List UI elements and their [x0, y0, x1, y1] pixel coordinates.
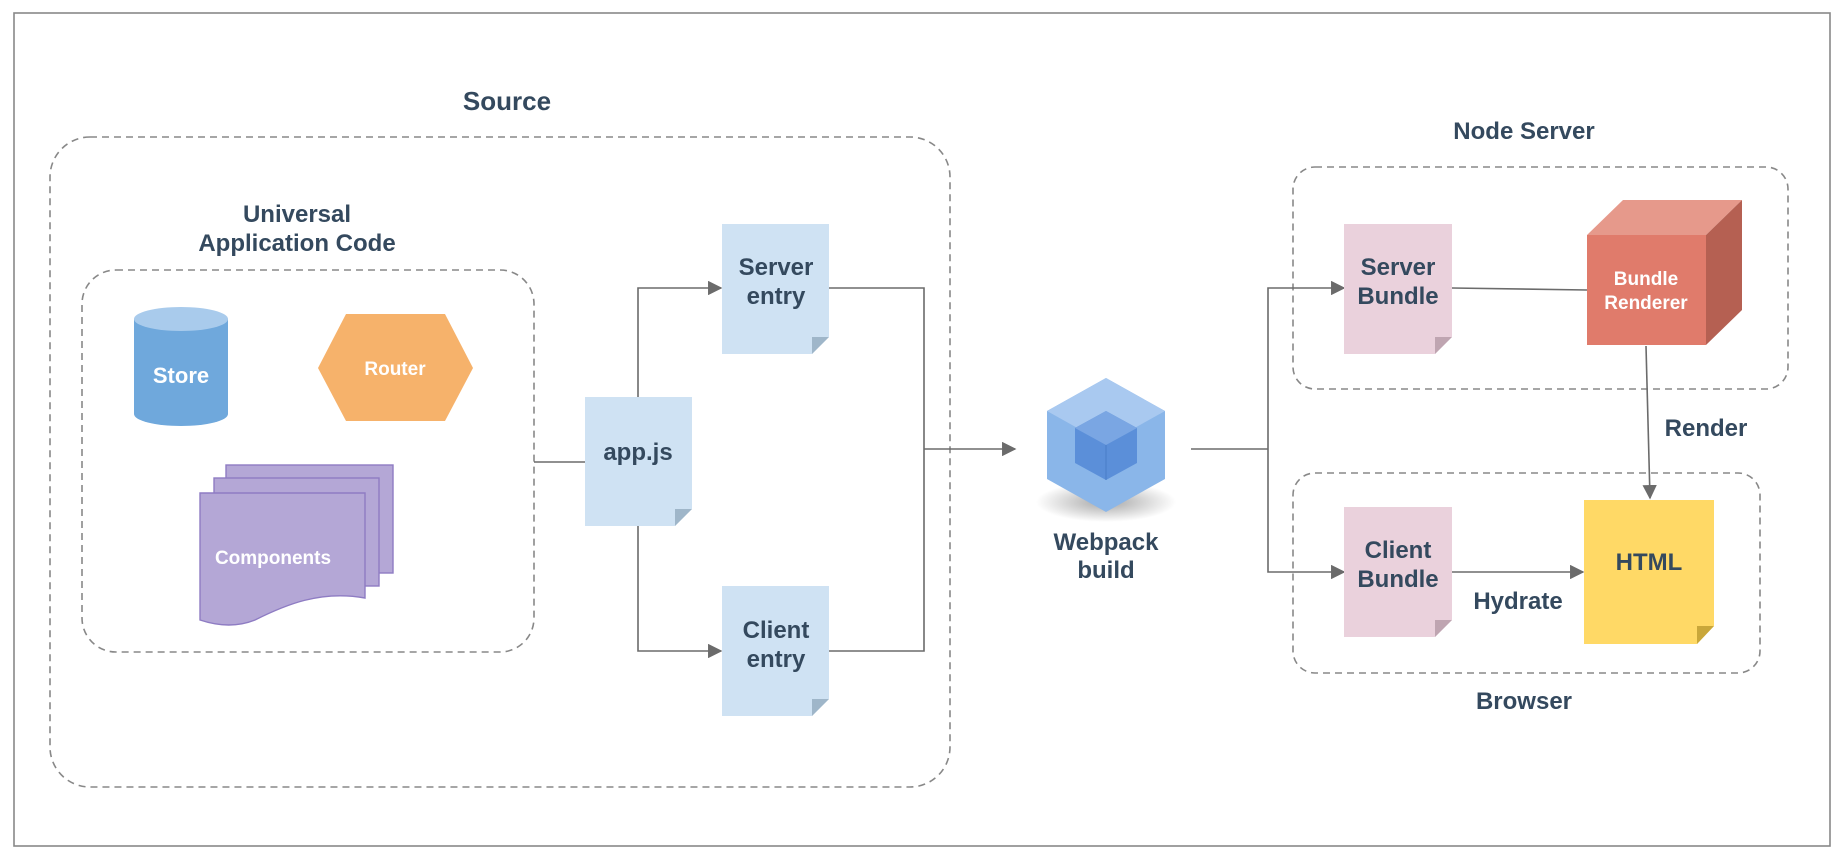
server-bundle-to-renderer-line — [1451, 287, 1588, 291]
store-label: Store — [153, 363, 209, 388]
bundle-renderer-label-line2: Renderer — [1604, 293, 1688, 314]
webpack-to-server-bundle-arrow — [1267, 280, 1346, 449]
client-bundle-node: Client Bundle — [1344, 507, 1452, 637]
app-js-node: app.js — [585, 397, 692, 526]
server-bundle-label-line1: Server — [1361, 254, 1436, 281]
webpack-to-client-bundle-arrow — [1267, 449, 1346, 580]
components-label: Components — [215, 548, 331, 569]
webpack-label-line1: Webpack — [1054, 529, 1160, 556]
source-title: Source — [463, 86, 551, 116]
app-js-label: app.js — [603, 439, 672, 466]
node-server-group — [1292, 166, 1789, 390]
app-to-server-entry-arrow — [637, 280, 723, 398]
server-bundle-node: Server Bundle — [1344, 224, 1452, 354]
universal-title-line2: Application Code — [198, 230, 395, 257]
client-bundle-label-line1: Client — [1365, 537, 1432, 564]
server-entry-label-line2: entry — [747, 283, 806, 310]
server-entry-label-line1: Server — [739, 254, 814, 281]
hydrate-label: Hydrate — [1473, 588, 1562, 615]
bundle-renderer-label-line1: Bundle — [1614, 269, 1678, 290]
server-entry-to-webpack-line — [829, 287, 925, 652]
client-entry-label-line1: Client — [743, 617, 810, 644]
webpack-label-line2: build — [1077, 557, 1134, 584]
client-bundle-label-line2: Bundle — [1357, 566, 1438, 593]
store-node: Store — [134, 307, 228, 426]
components-node: Components — [199, 464, 394, 626]
client-entry-node: Client entry — [722, 586, 829, 716]
server-entry-node: Server entry — [722, 224, 829, 354]
renderer-to-html-arrow — [1642, 345, 1657, 500]
router-label: Router — [364, 359, 426, 380]
browser-title: Browser — [1476, 688, 1572, 715]
render-label: Render — [1665, 415, 1748, 442]
node-server-title: Node Server — [1453, 118, 1594, 145]
server-bundle-label-line2: Bundle — [1357, 283, 1438, 310]
universal-title-line1: Universal — [243, 201, 351, 228]
router-node: Router — [318, 314, 473, 421]
universal-code-group — [81, 269, 535, 653]
source-group — [49, 136, 951, 788]
client-entry-label-line2: entry — [747, 646, 806, 673]
html-node: HTML — [1584, 500, 1714, 644]
webpack-logo-icon — [1036, 378, 1176, 522]
bundle-renderer-node: Bundle Renderer — [1587, 200, 1742, 345]
app-to-client-entry-arrow — [637, 526, 723, 659]
outer-frame — [13, 12, 1831, 847]
html-label: HTML — [1616, 549, 1683, 576]
